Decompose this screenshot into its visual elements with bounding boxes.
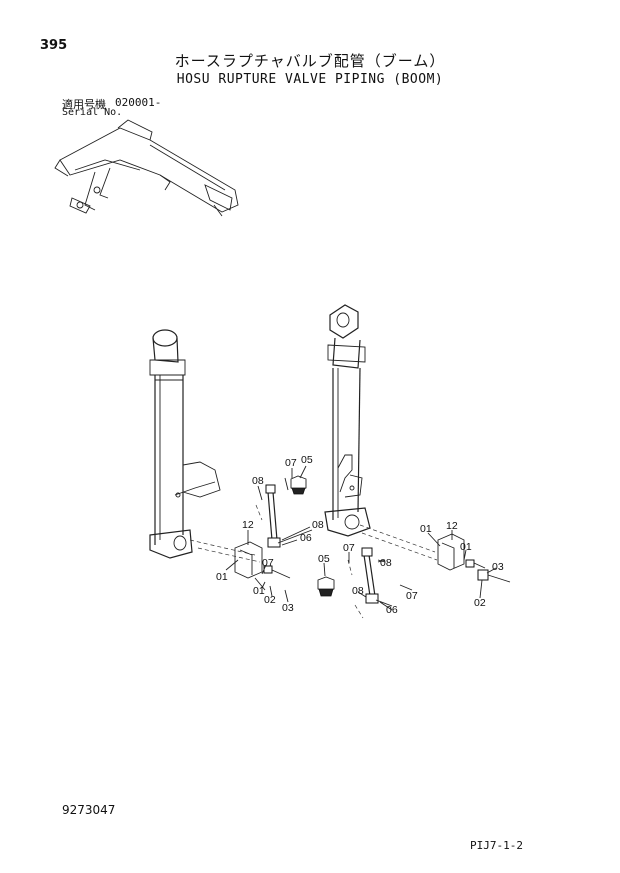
callout-07: 07 bbox=[262, 557, 274, 569]
page-code: PIJ7-1-2 bbox=[470, 839, 523, 852]
callout-08: 08 bbox=[352, 585, 364, 597]
callout-12: 12 bbox=[446, 520, 458, 532]
document-number: 9273047 bbox=[62, 803, 116, 817]
right-boom-cylinder bbox=[324, 304, 371, 537]
serial-value: 020001- bbox=[115, 96, 162, 109]
right-valve-assembly bbox=[317, 524, 511, 619]
callout-03: 03 bbox=[282, 602, 294, 614]
callout-labels: 08 07 05 12 08 06 07 01 01 02 03 01 12 0… bbox=[216, 454, 504, 616]
serial-label-english: Serial No. bbox=[62, 107, 123, 118]
callout-07: 07 bbox=[343, 542, 355, 554]
callout-08: 08 bbox=[380, 557, 392, 569]
callout-08: 08 bbox=[312, 519, 324, 531]
callout-02: 02 bbox=[264, 594, 276, 606]
title-japanese: ホースラプチャバルブ配管（ブーム） bbox=[174, 52, 446, 70]
left-valve-assembly bbox=[189, 475, 313, 591]
callout-05: 05 bbox=[301, 454, 313, 466]
callout-01: 01 bbox=[253, 585, 265, 597]
title-english: HOSU RUPTURE VALVE PIPING (BOOM) bbox=[176, 72, 444, 87]
callout-07: 07 bbox=[406, 590, 418, 602]
callout-06: 06 bbox=[300, 532, 312, 544]
page-number: 395 bbox=[40, 38, 68, 53]
left-boom-cylinder bbox=[149, 329, 221, 559]
callout-01: 01 bbox=[460, 541, 472, 553]
callout-06: 06 bbox=[386, 604, 398, 616]
boom-thumbnail bbox=[54, 119, 239, 217]
callout-01: 01 bbox=[216, 571, 228, 583]
callout-01: 01 bbox=[420, 523, 432, 535]
callout-12: 12 bbox=[242, 519, 254, 531]
callout-05: 05 bbox=[318, 553, 330, 565]
leader-lines bbox=[225, 465, 497, 611]
callout-02: 02 bbox=[474, 597, 486, 609]
callout-07: 07 bbox=[285, 457, 297, 469]
serial-label-japanese: 適用号機 bbox=[62, 98, 106, 111]
callout-08: 08 bbox=[252, 475, 264, 487]
callout-03: 03 bbox=[492, 561, 504, 573]
